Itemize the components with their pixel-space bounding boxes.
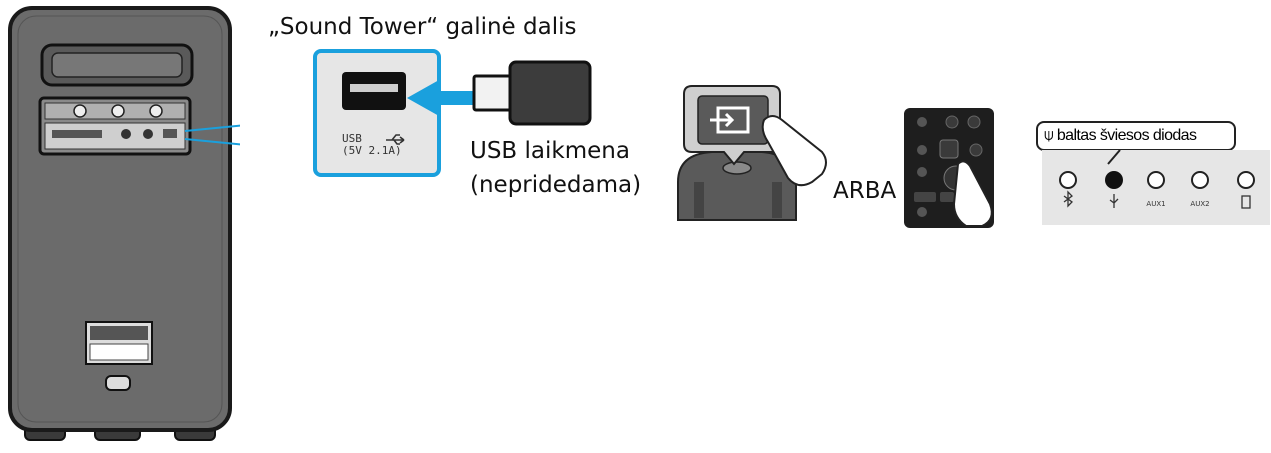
usb-flash-drive — [472, 60, 592, 126]
speaker-rear-view — [8, 6, 240, 441]
remote-control — [904, 108, 994, 228]
usb-icon — [1109, 194, 1119, 208]
usb-port-label: USB (5V 2.1A) — [342, 133, 402, 157]
led-indicator-panel: AUX1 AUX2 — [1042, 150, 1270, 225]
usb-port-label-line2: (5V 2.1A) — [342, 144, 402, 157]
usb-icon: ⍦ — [1044, 127, 1054, 144]
finger-icon — [761, 115, 827, 187]
led-indicator — [1237, 171, 1255, 189]
usb-stick-label: USB laikmena (nepridedama) — [470, 134, 641, 202]
usb-stick-label-line1: USB laikmena — [470, 138, 630, 164]
led-callout: ⍦ baltas šviesos diodas įjungtas — [1036, 121, 1236, 170]
zoom-line — [184, 124, 240, 132]
led-indicator — [1059, 171, 1077, 189]
bluetooth-icon — [1063, 190, 1073, 208]
led-indicator — [1147, 171, 1165, 189]
speaker-top-panel — [677, 85, 827, 221]
aux2-label: AUX2 — [1190, 200, 1209, 208]
aux1-label: AUX1 — [1146, 200, 1165, 208]
diagram-title: „Sound Tower“ galinė dalis — [268, 14, 577, 40]
led-indicator-active — [1105, 171, 1123, 189]
battery-icon — [1241, 195, 1251, 209]
usb-symbol-icon — [386, 134, 405, 145]
source-input-icon — [710, 106, 750, 134]
usb-stick-label-line2: (nepridedama) — [470, 172, 642, 198]
usb-port-label-line1: USB — [342, 132, 362, 145]
finger-icon — [952, 160, 993, 227]
led-indicator — [1191, 171, 1209, 189]
insert-arrow-icon — [407, 80, 480, 116]
or-label: ARBA — [833, 178, 897, 204]
power-socket — [105, 375, 131, 391]
